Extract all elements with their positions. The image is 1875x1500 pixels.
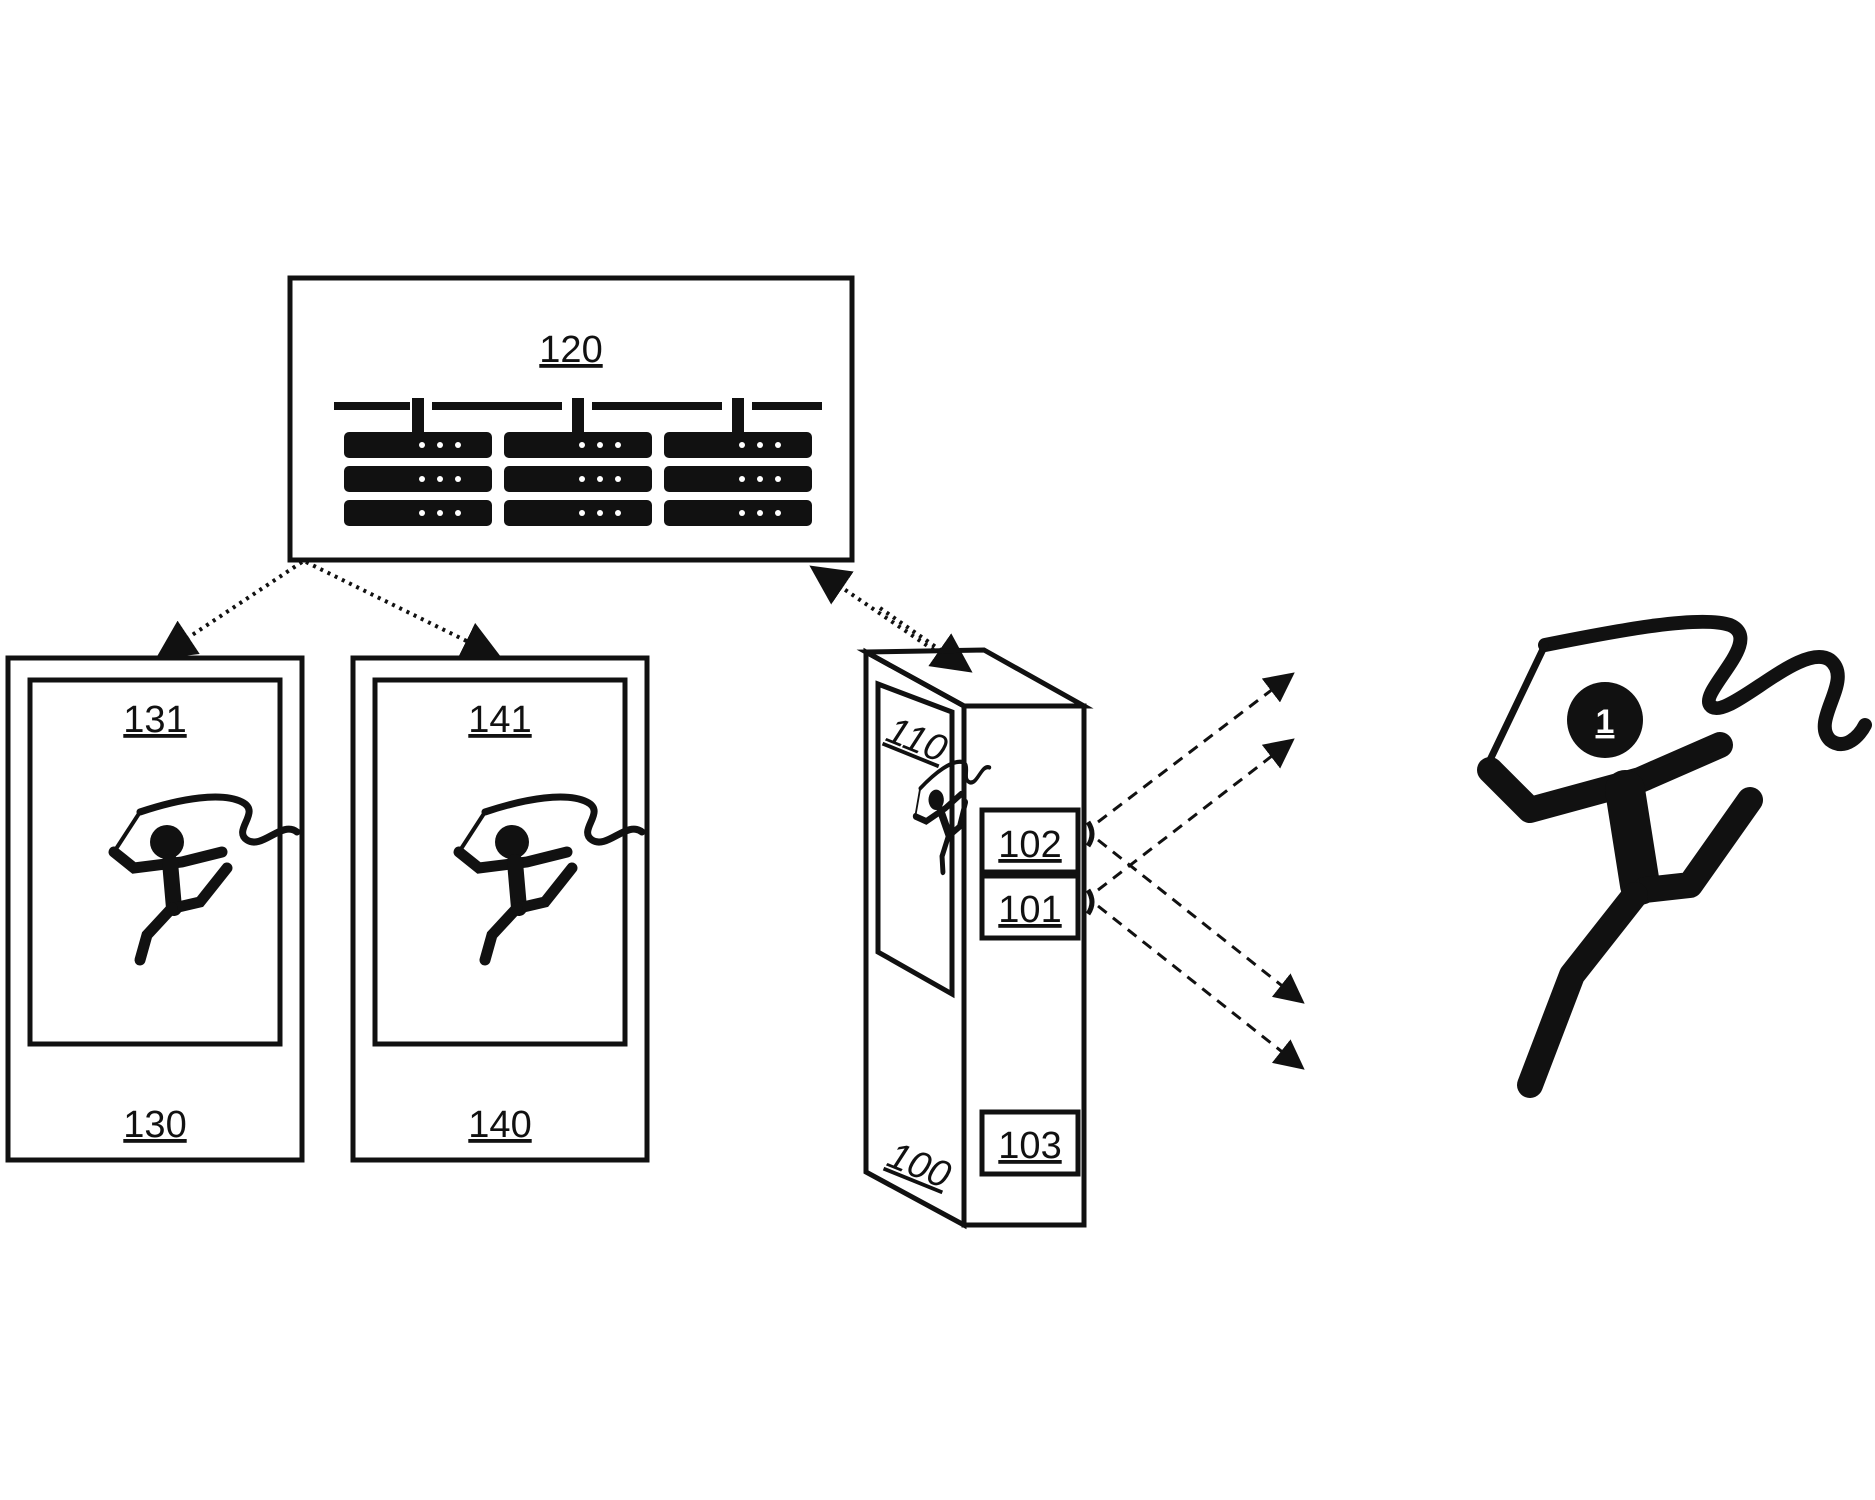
server-block: 120 (287, 275, 855, 563)
sensor-101-label: 101 (998, 889, 1061, 931)
connectors (155, 560, 973, 673)
connector-camera-server (809, 565, 962, 670)
sensor-103-label: 103 (998, 1125, 1061, 1167)
client1-screen-label: 131 (123, 699, 186, 741)
sensor-beams (1097, 672, 1305, 1070)
gymnast-ribbon-icon (459, 797, 642, 960)
sensor-101 (979, 873, 1081, 941)
emitter-102-icon (1085, 820, 1095, 848)
gymnast-ribbon-icon (907, 748, 1009, 877)
client2-screen (372, 677, 628, 1047)
camera-display-label: 110 (881, 709, 953, 771)
performer-label: 1 (1596, 703, 1615, 741)
emitter-101-icon (1085, 888, 1095, 916)
performer-gymnast-icon: 1 (1477, 614, 1872, 1098)
beam-return-lower (1097, 904, 1305, 1070)
server-rack-icon (334, 398, 822, 526)
client1-screen (27, 677, 283, 1047)
sensor-102-label: 102 (998, 824, 1061, 866)
server-label: 120 (539, 329, 602, 371)
beam-return-upper (1097, 838, 1305, 1004)
camera-display (875, 680, 955, 999)
connector-server-client2 (305, 560, 503, 659)
gymnast-ribbon-icon (114, 797, 297, 960)
server-frame (287, 275, 855, 563)
client-device-140: 141 140 (350, 655, 650, 1163)
client1-device-label: 130 (123, 1104, 186, 1146)
client2-frame (350, 655, 650, 1163)
performer-head (1567, 682, 1643, 758)
client1-frame (5, 655, 305, 1163)
connector-server-camera (878, 606, 973, 673)
client-device-130: 131 130 (5, 655, 305, 1163)
sensor-102 (979, 807, 1081, 875)
connector-server-client1 (155, 560, 304, 660)
beam-out-upper (1097, 672, 1295, 824)
beam-out-lower (1097, 738, 1295, 892)
camera-top-face (856, 647, 1094, 709)
camera-device-icon: 110 100 102 101 103 (856, 647, 1095, 1230)
sensor-103 (979, 1109, 1081, 1177)
camera-side-face (961, 703, 1087, 1228)
client2-screen-label: 141 (468, 699, 531, 741)
client2-device-label: 140 (468, 1104, 531, 1146)
